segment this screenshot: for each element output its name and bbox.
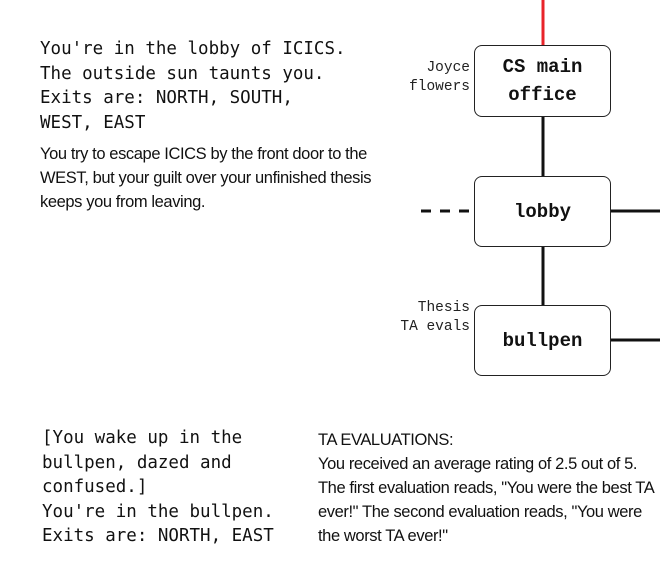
ta-evaluations-heading: TA EVALUATIONS: bbox=[318, 431, 454, 449]
cs-office-items: Joyce flowers bbox=[409, 59, 470, 97]
bullpen-line-3: confused.] bbox=[42, 477, 148, 497]
escape-narration: You try to escape ICICS by the front doo… bbox=[40, 145, 372, 211]
lobby-response-text: You're in the lobby of ICICS. The outside… bbox=[40, 37, 346, 135]
bullpen-line-5: Exits are: NORTH, EAST bbox=[42, 526, 274, 546]
bullpen-line-1: [You wake up in the bbox=[42, 428, 243, 448]
bullpen-items: Thesis TA evals bbox=[400, 299, 470, 337]
bullpen-response-text: [You wake up in the bullpen, dazed and con… bbox=[42, 426, 274, 549]
room-lobby-label: lobby bbox=[513, 200, 571, 223]
lobby-line-1: You're in the lobby of ICICS. bbox=[40, 39, 346, 59]
lobby-line-4: WEST, EAST bbox=[40, 112, 146, 133]
room-bullpen: bullpen bbox=[474, 305, 611, 376]
bullpen-line-4: You're in the bullpen. bbox=[42, 501, 274, 522]
room-bullpen-label: bullpen bbox=[502, 329, 583, 352]
item-thesis: Thesis bbox=[417, 300, 470, 316]
ta-evaluations-body: You received an average rating of 2.5 ou… bbox=[318, 455, 654, 545]
ta-evaluations-text: TA EVALUATIONS: You received an average … bbox=[318, 428, 656, 548]
lobby-line-2: The outside sun taunts you. bbox=[40, 63, 325, 84]
bullpen-line-2: bullpen, dazed and bbox=[42, 452, 232, 473]
item-ta-evals: TA evals bbox=[400, 319, 470, 335]
room-cs-main-office: CS main office bbox=[474, 45, 611, 117]
room-cs-main-office-line-2: office bbox=[508, 84, 577, 106]
item-joyce: Joyce bbox=[426, 60, 470, 76]
room-cs-main-office-line-1: CS main bbox=[502, 56, 583, 78]
room-lobby: lobby bbox=[474, 176, 611, 247]
item-flowers: flowers bbox=[409, 79, 470, 95]
lobby-line-3: Exits are: NORTH, SOUTH, bbox=[40, 88, 293, 108]
